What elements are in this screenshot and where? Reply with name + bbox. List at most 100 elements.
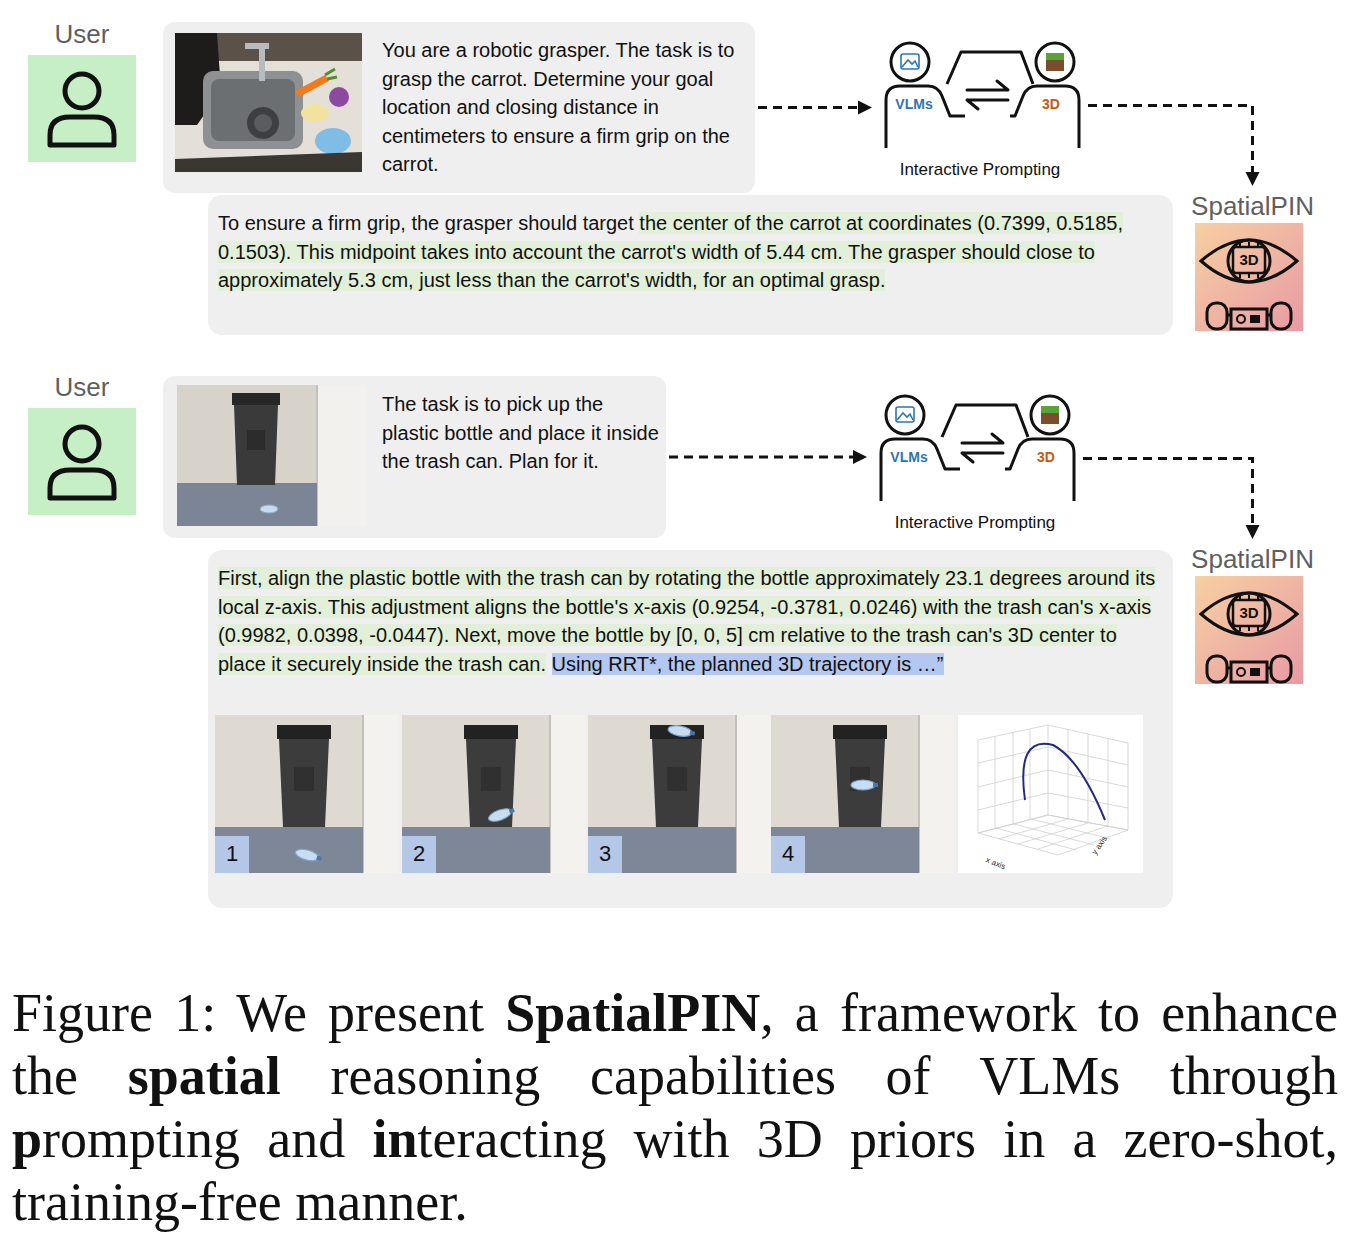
graphic-part [1227, 667, 1271, 670]
graphic-part [588, 827, 736, 873]
graphic-part [771, 827, 919, 873]
photo-row: x axis y axis [208, 715, 1173, 873]
text-holder: 3 [588, 840, 622, 868]
graphic-part [325, 69, 337, 79]
graphic-part [1048, 747, 1128, 808]
spatialpin-badge: SpatialPIN 3D [1185, 190, 1320, 333]
graphic-part [177, 483, 317, 526]
graphic-part [317, 385, 366, 526]
step-badge: 4 [771, 836, 805, 873]
arrow-head [1246, 525, 1260, 539]
graphic-part [897, 413, 913, 420]
dashed-line [1088, 106, 1253, 173]
graphic-part [1207, 656, 1227, 682]
graphic-part [901, 54, 919, 69]
text-holder: 3D [1025, 95, 1077, 113]
agent-label: 3D [1025, 95, 1077, 113]
prior-figure [1005, 393, 1080, 503]
step-number: 1 [215, 840, 249, 868]
text-holder: x axis [986, 855, 1026, 865]
harpoon [967, 81, 1008, 90]
graphic-part [294, 767, 314, 791]
graphic-part [232, 393, 280, 405]
text-run: p [12, 1109, 42, 1169]
graphic-part [886, 396, 924, 434]
graphic-part [919, 715, 954, 873]
graphic-part [902, 60, 918, 67]
chip-label: 3D [1233, 600, 1265, 626]
prior-agent: 3D [1005, 393, 1080, 503]
connector [1088, 106, 1260, 187]
graphic-part [1031, 396, 1069, 434]
graphic-part [260, 505, 278, 513]
harpoon [962, 434, 1003, 443]
connector [669, 450, 867, 464]
graphic-part [1036, 43, 1074, 81]
graphic-part [487, 806, 513, 824]
response-box: To ensure a firm grip, the grasper shoul… [208, 195, 1173, 335]
graphic-part [1195, 576, 1303, 684]
graphic-part [1005, 439, 1074, 501]
arrow-head [853, 450, 867, 464]
connector [962, 434, 1003, 462]
text-holder: y axis [1094, 849, 1134, 859]
graphic-part [667, 724, 692, 738]
graphic-part [978, 725, 1048, 833]
person-icon [28, 55, 136, 162]
graphic-part [588, 715, 771, 873]
graphic-part [329, 87, 349, 107]
graphic-part [402, 827, 550, 873]
graphic-part [896, 407, 914, 422]
text-holder: The task is to pick up the plastic bottl… [382, 390, 660, 476]
prompt-box: The task is to pick up the plastic bottl… [163, 376, 666, 538]
text-holder: Figure 1: We present SpatialPIN, a frame… [12, 982, 1338, 1234]
graphic-part [215, 827, 363, 873]
graphic-part [1010, 86, 1079, 148]
prompt-text: The task is to pick up the plastic bottl… [382, 390, 660, 476]
arrow-head [858, 101, 872, 115]
graphic-part [315, 128, 351, 154]
graphic-part [667, 767, 687, 791]
agent-label: VLMs [883, 448, 935, 466]
graphic-part [234, 405, 278, 485]
group-label: Interactive Prompting [875, 159, 1085, 181]
text-holder: You are a robotic grasper. The task is t… [382, 36, 744, 179]
chip-label: 3D [1233, 247, 1265, 273]
graphic-part [1201, 240, 1297, 282]
graphic-part [245, 43, 269, 49]
graphic-part [466, 739, 516, 827]
graphic-part [211, 79, 295, 141]
graphic-part [1233, 247, 1265, 273]
graphic-part [1227, 314, 1271, 317]
bottle [487, 805, 516, 824]
text-holder: Interactive Prompting [870, 512, 1080, 534]
graphic-part [886, 86, 965, 148]
text-holder: To ensure a firm grip, the grasper shoul… [218, 209, 1163, 295]
graphic-part [215, 715, 398, 873]
graphic-part [1207, 303, 1227, 329]
robot-eye-icon [1195, 576, 1303, 684]
graphic-part [1048, 725, 1128, 830]
graphic-part [891, 43, 929, 81]
graphic-part [50, 470, 114, 498]
person-icon [28, 408, 136, 515]
interaction-group: Interactive Prompting VLMs 3D [875, 40, 1085, 185]
graphic-part [1250, 668, 1260, 676]
text-holder: VLMs [883, 448, 935, 466]
graphic-part [65, 427, 99, 461]
graphic-part [279, 739, 329, 827]
graphic-part [835, 739, 885, 827]
dashed-line [1083, 459, 1253, 526]
text-holder: 3D [1233, 247, 1265, 273]
text-run: SpatialPIN [505, 983, 760, 1043]
text-holder: VLMs [888, 95, 940, 113]
bottle [294, 847, 323, 864]
graphic-part [1041, 406, 1059, 424]
text-holder: SpatialPIN [1185, 190, 1320, 222]
connector [1083, 459, 1260, 540]
graphic-part [881, 439, 960, 501]
text-holder: User [18, 372, 146, 402]
trash-photo [177, 385, 366, 526]
